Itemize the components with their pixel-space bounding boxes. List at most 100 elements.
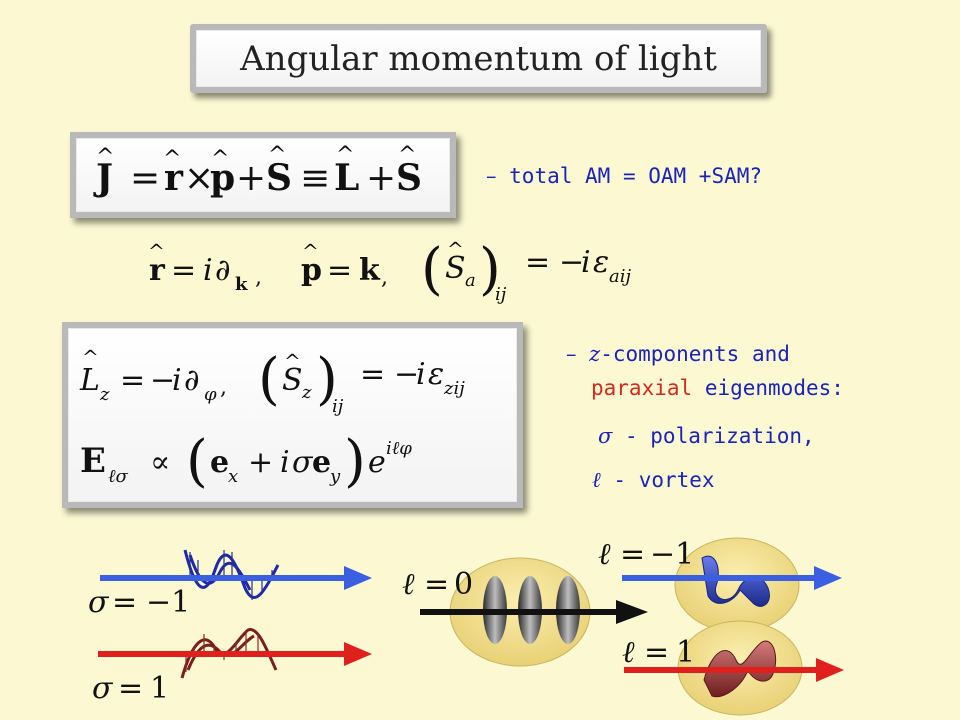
svg-text:S: S bbox=[282, 363, 303, 398]
svg-text:σ: σ bbox=[92, 671, 114, 706]
svg-text:^: ^ bbox=[211, 147, 229, 172]
ell-plus-beam-figure bbox=[624, 620, 844, 716]
eigenmodes-word: eigenmodes: bbox=[704, 376, 844, 400]
svg-text:=: = bbox=[525, 245, 550, 280]
svg-text:−1: −1 bbox=[146, 585, 190, 620]
svg-text:zij: zij bbox=[443, 378, 465, 399]
svg-text:∂: ∂ bbox=[215, 253, 231, 288]
svg-text:1: 1 bbox=[676, 635, 695, 670]
svg-text:,: , bbox=[381, 265, 388, 290]
total-am-note: – total AM = OAM +SAM? bbox=[486, 164, 762, 188]
svg-text:(: ( bbox=[421, 237, 443, 302]
svg-text:e: e bbox=[312, 445, 331, 480]
sigma-note: σ - polarization, bbox=[598, 424, 815, 448]
svg-text:i: i bbox=[280, 445, 290, 480]
svg-text:ℓ: ℓ bbox=[402, 567, 415, 602]
svg-text:∝: ∝ bbox=[150, 445, 170, 480]
sigma-plus-beam-figure bbox=[98, 628, 372, 679]
paraxial-equations: L ^ z = − i ∂ φ , ( S ^ z ) ij = − i ε z… bbox=[79, 345, 465, 494]
svg-text:=: = bbox=[120, 363, 145, 398]
svg-text:ε: ε bbox=[428, 357, 444, 392]
svg-text:,: , bbox=[220, 375, 227, 400]
ell-note: ℓ - vortex bbox=[592, 468, 715, 493]
svg-text:σ: σ bbox=[88, 585, 110, 620]
svg-text:φ: φ bbox=[204, 384, 217, 405]
vortex-text: - vortex bbox=[613, 468, 715, 492]
ell-plus-label: ℓ = 1 bbox=[622, 635, 695, 670]
svg-text:ε: ε bbox=[593, 245, 609, 280]
svg-text:S: S bbox=[396, 157, 422, 199]
sigma-plus-label: σ = 1 bbox=[92, 671, 169, 706]
svg-text:e: e bbox=[210, 445, 229, 480]
svg-text:^: ^ bbox=[96, 145, 114, 170]
svg-text:=: = bbox=[360, 357, 385, 392]
title-box: Angular momentum of light bbox=[190, 24, 767, 93]
svg-text:(: ( bbox=[258, 347, 280, 412]
ell-zero-beam-figure bbox=[420, 557, 648, 667]
ell-zero-label: ℓ = 0 bbox=[402, 567, 473, 602]
svg-text:−: − bbox=[559, 245, 584, 280]
svg-text:−: − bbox=[150, 363, 175, 398]
paraxial-word: paraxial bbox=[591, 376, 693, 400]
svg-text:=: = bbox=[130, 158, 160, 199]
ell-symbol: ℓ bbox=[592, 468, 601, 492]
z-components-note: – z-components and bbox=[566, 342, 790, 366]
sigma-symbol: σ bbox=[598, 424, 613, 448]
svg-text:r: r bbox=[164, 157, 184, 199]
svg-text:L: L bbox=[79, 363, 100, 398]
note-dash: – bbox=[486, 164, 497, 188]
svg-text:i: i bbox=[416, 357, 426, 392]
svg-text:x: x bbox=[228, 466, 238, 487]
svg-text:+: + bbox=[248, 445, 273, 480]
svg-text:a: a bbox=[465, 270, 476, 291]
z-symbol: z bbox=[589, 342, 601, 366]
svg-text:k: k bbox=[235, 274, 248, 295]
svg-text:E: E bbox=[80, 441, 106, 481]
svg-text:σ: σ bbox=[292, 445, 314, 480]
svg-text:0: 0 bbox=[454, 567, 473, 602]
svg-text:aij: aij bbox=[609, 266, 631, 287]
svg-text:∂: ∂ bbox=[184, 363, 200, 398]
svg-text:): ) bbox=[344, 429, 366, 494]
slide-title: Angular momentum of light bbox=[240, 38, 717, 79]
svg-text:ij: ij bbox=[495, 284, 507, 305]
total-am-equation-box: J ^ = r ^ × p ^ + S ^ ≡ L ^ + S ^ bbox=[70, 132, 456, 218]
svg-text:S: S bbox=[445, 251, 466, 286]
svg-text:^: ^ bbox=[336, 143, 354, 168]
svg-text:^: ^ bbox=[302, 239, 319, 263]
svg-text:(: ( bbox=[186, 429, 208, 494]
svg-text:^: ^ bbox=[163, 147, 181, 172]
svg-text:=: = bbox=[118, 671, 143, 706]
svg-text:1: 1 bbox=[150, 671, 169, 706]
svg-text:,: , bbox=[255, 265, 262, 290]
svg-text:e: e bbox=[368, 445, 386, 480]
total-am-note-text: total AM = OAM +SAM? bbox=[509, 164, 763, 188]
svg-text:×: × bbox=[184, 158, 214, 199]
svg-text:ℓ: ℓ bbox=[598, 537, 611, 572]
note-dash: – bbox=[566, 342, 577, 366]
svg-text:p: p bbox=[301, 253, 322, 288]
svg-text:r: r bbox=[149, 253, 166, 288]
svg-text:L: L bbox=[334, 157, 359, 199]
svg-text:=: = bbox=[424, 567, 449, 602]
svg-text:+: + bbox=[366, 158, 396, 199]
svg-text:y: y bbox=[329, 466, 341, 487]
svg-text:=: = bbox=[112, 585, 137, 620]
svg-text:^: ^ bbox=[447, 237, 464, 261]
svg-text:^: ^ bbox=[148, 239, 165, 263]
svg-text:+: + bbox=[236, 158, 266, 199]
z-components-text: -components and bbox=[600, 342, 790, 366]
svg-text:^: ^ bbox=[284, 349, 301, 373]
svg-text:z: z bbox=[301, 382, 312, 403]
eigenmodes-note: paraxial eigenmodes: bbox=[591, 376, 844, 400]
polarization-text: - polarization, bbox=[625, 424, 815, 448]
svg-text:≡: ≡ bbox=[300, 158, 330, 199]
svg-text:J: J bbox=[93, 157, 113, 199]
ell-minus-beam-figure bbox=[622, 537, 842, 633]
svg-text:^: ^ bbox=[398, 143, 416, 168]
svg-text:−1: −1 bbox=[650, 537, 694, 572]
svg-text:S: S bbox=[266, 157, 292, 199]
svg-text:z: z bbox=[99, 384, 110, 405]
svg-text:^: ^ bbox=[268, 143, 286, 168]
svg-text:p: p bbox=[210, 157, 235, 199]
